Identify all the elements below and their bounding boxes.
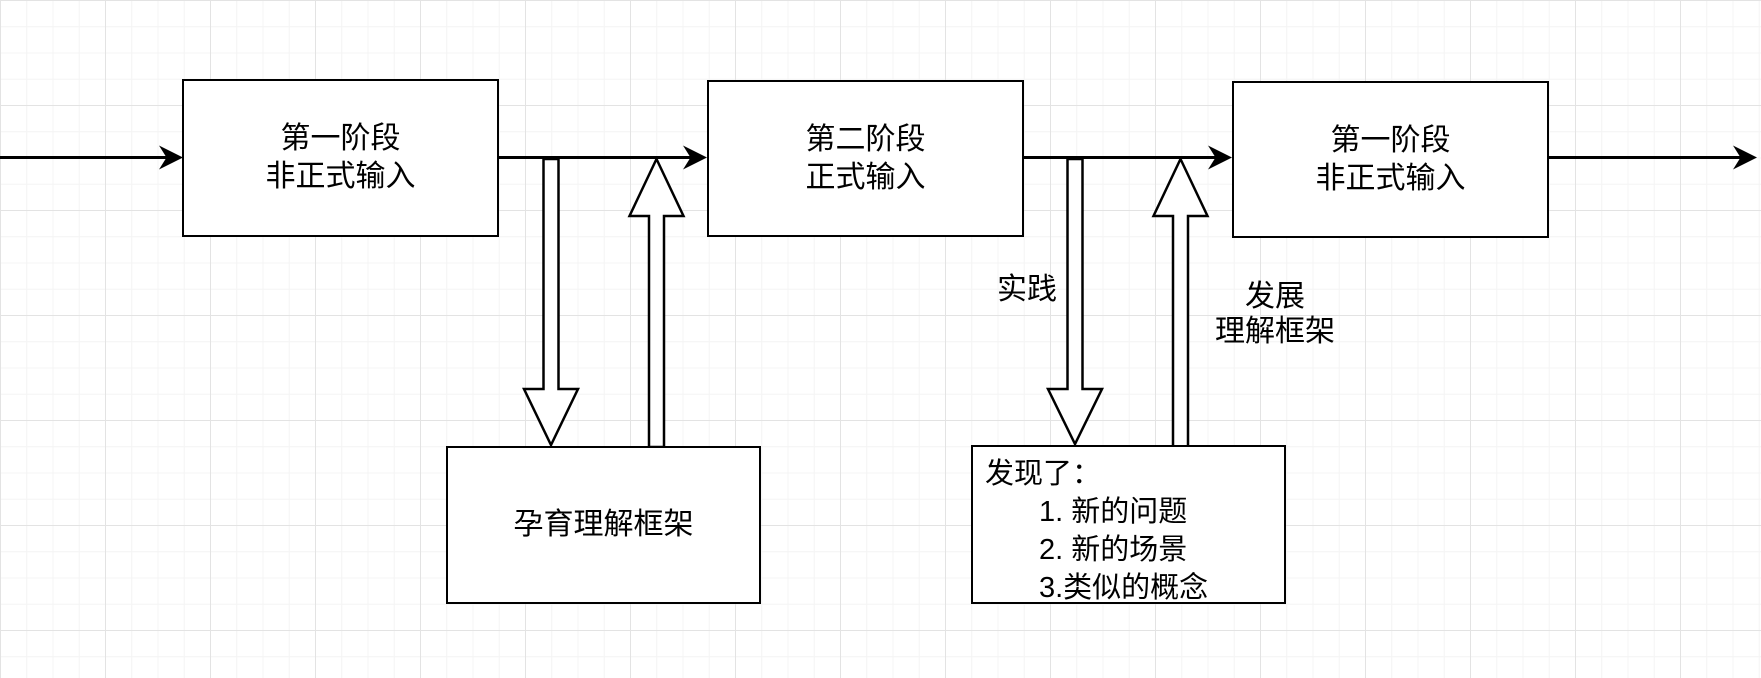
node-incubate-label: 孕育理解框架 bbox=[513, 508, 694, 541]
findings-item-3: 3.类似的概念 bbox=[1039, 572, 1209, 604]
flow-arrow-in[interactable] bbox=[0, 145, 183, 170]
edge-label-develop-line1: 发展 bbox=[1245, 280, 1305, 313]
node-incubate[interactable]: 孕育理解框架 bbox=[446, 446, 761, 604]
node-findings[interactable]: 发现了： 1. 新的问题 2. 新的场景 3.类似的概念 bbox=[971, 445, 1286, 604]
flow-arrow-stage1-to-stage2[interactable] bbox=[497, 145, 707, 170]
flow-arrow-out[interactable] bbox=[1546, 145, 1757, 170]
hollow-arrow-stage1-down-to-incubate[interactable] bbox=[522, 157, 580, 448]
node-stage3-label-line2: 非正式输入 bbox=[1315, 161, 1466, 195]
findings-heading: 发现了： bbox=[985, 458, 1102, 490]
findings-item-2: 2. 新的场景 bbox=[1039, 534, 1188, 566]
node-stage3-label-line1: 第一阶段 bbox=[1330, 123, 1451, 157]
arrowhead-stage3 bbox=[1208, 145, 1232, 170]
findings-item-1: 1. 新的问题 bbox=[1039, 496, 1188, 528]
node-stage2-label-line2: 正式输入 bbox=[805, 160, 926, 194]
node-stage2[interactable]: 第二阶段 正式输入 bbox=[707, 80, 1024, 237]
hollow-arrow-incubate-up-to-stage2[interactable] bbox=[627, 156, 686, 449]
arrowhead-in bbox=[159, 145, 183, 170]
hollow-arrow-findings-up-to-stage3[interactable] bbox=[1151, 156, 1210, 449]
edge-label-develop[interactable]: 发展 理解框架 bbox=[1200, 279, 1350, 349]
node-stage1[interactable]: 第一阶段 非正式输入 bbox=[182, 79, 499, 237]
node-stage2-label-line1: 第二阶段 bbox=[805, 122, 926, 156]
node-stage1-label-line2: 非正式输入 bbox=[265, 160, 416, 193]
flow-arrow-stage2-to-stage3[interactable] bbox=[1021, 145, 1232, 170]
edge-label-develop-line2: 理解框架 bbox=[1215, 315, 1335, 348]
node-stage3[interactable]: 第一阶段 非正式输入 bbox=[1232, 81, 1549, 238]
node-stage1-label-line1: 第一阶段 bbox=[280, 122, 401, 155]
edge-label-practice-text: 实践 bbox=[997, 273, 1057, 306]
edge-label-practice[interactable]: 实践 bbox=[962, 271, 1092, 309]
hollow-arrow-stage2-down-to-findings[interactable] bbox=[1045, 157, 1105, 447]
arrowhead-out bbox=[1733, 145, 1757, 170]
arrowhead-stage2 bbox=[683, 145, 707, 170]
